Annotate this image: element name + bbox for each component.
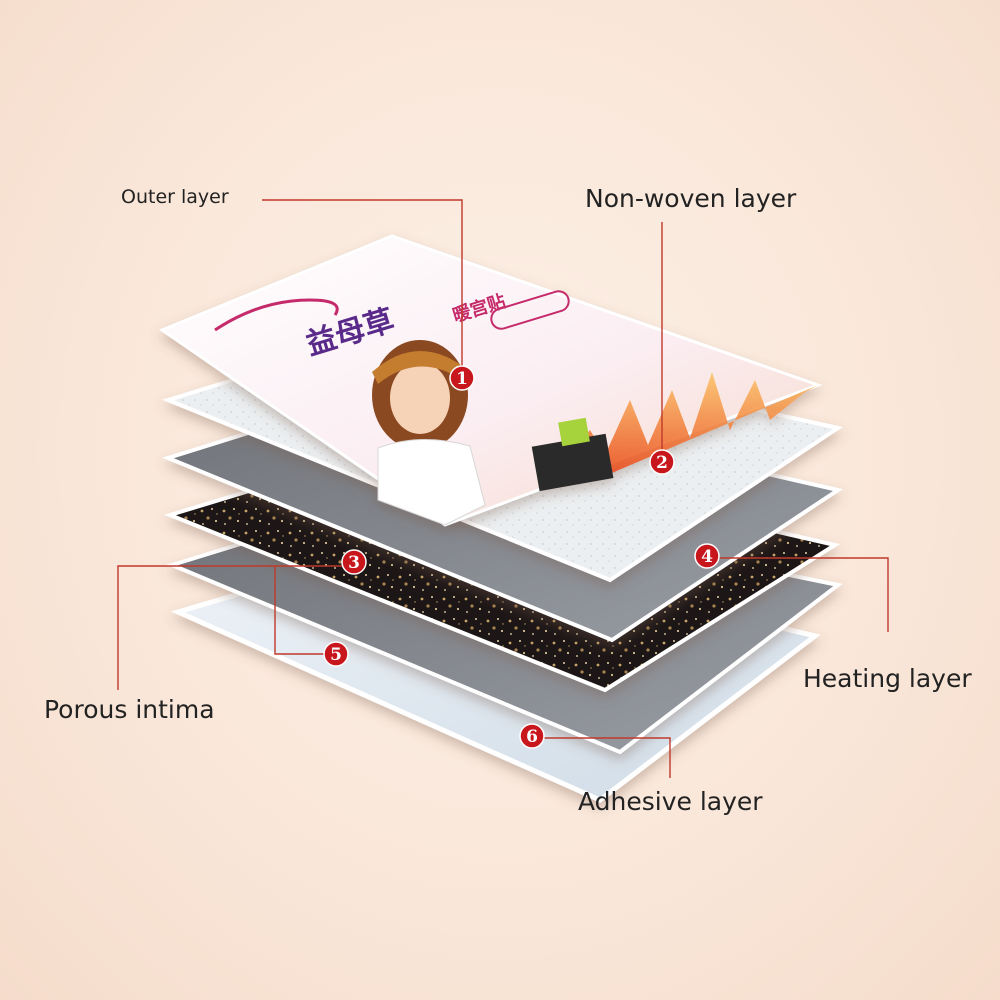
leader-line-1 <box>262 199 463 378</box>
svg-text:2: 2 <box>656 453 668 473</box>
leader-line-4 <box>707 557 889 632</box>
label-porous-intima: Porous intima <box>44 695 215 724</box>
svg-text:6: 6 <box>526 727 538 747</box>
svg-text:1: 1 <box>456 369 468 389</box>
marker-1: 1 <box>449 365 475 391</box>
marker-3: 3 <box>341 549 367 575</box>
label-non-woven-layer: Non-woven layer <box>585 184 797 213</box>
outer-layer-package: 益母草 暖宫贴 <box>158 234 823 527</box>
leader-line-5 <box>274 566 336 655</box>
leader-lines <box>117 199 889 778</box>
svg-text:3: 3 <box>348 553 360 573</box>
leader-line-6 <box>532 737 671 778</box>
marker-4: 4 <box>694 543 720 569</box>
marker-2: 2 <box>649 449 675 475</box>
marker-5: 5 <box>323 641 349 667</box>
svg-text:4: 4 <box>701 547 713 567</box>
svg-text:5: 5 <box>330 645 342 665</box>
label-adhesive-layer: Adhesive layer <box>578 787 763 816</box>
label-outer-layer: Outer layer <box>121 186 229 208</box>
marker-6: 6 <box>519 723 545 749</box>
label-heating-layer: Heating layer <box>803 664 972 693</box>
